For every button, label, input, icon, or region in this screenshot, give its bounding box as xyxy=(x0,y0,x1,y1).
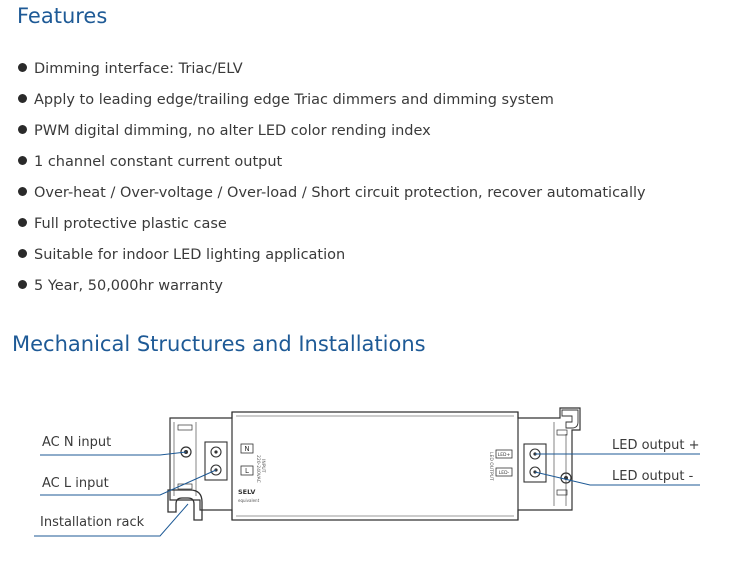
bullet-icon xyxy=(18,249,27,258)
selv-sub-label: equivalent xyxy=(238,498,260,503)
leader-lines xyxy=(34,451,700,537)
ac-n-input-label: AC N input xyxy=(42,435,111,450)
input-voltage-label: 220-240VAC xyxy=(255,455,261,483)
led-plus-mark: LED+ xyxy=(498,452,511,458)
mechanical-diagram: N L INPUT 220-240VAC SELV equivalent LED… xyxy=(34,407,700,537)
input-terminal-block: N L INPUT 220-240VAC SELV equivalent xyxy=(204,441,266,503)
mechanical-title: Mechanical Structures and Installations xyxy=(12,332,426,356)
list-item: 5 Year, 50,000hr warranty xyxy=(18,275,646,306)
terminal-l-label: L xyxy=(245,467,249,475)
installation-rack-label: Installation rack xyxy=(40,515,145,530)
led-output-minus-label: LED output - xyxy=(612,469,694,484)
bullet-icon xyxy=(18,218,27,227)
bullet-icon xyxy=(18,156,27,165)
list-item: Full protective plastic case xyxy=(18,213,646,244)
features-title: Features xyxy=(17,4,108,28)
leader-line-rack xyxy=(34,503,189,537)
ac-l-input-label: AC L input xyxy=(42,476,109,491)
input-label: INPUT xyxy=(260,459,266,473)
bullet-icon xyxy=(18,94,27,103)
list-item: 1 channel constant current output xyxy=(18,151,646,182)
led-output-plus-label: LED output + xyxy=(612,438,700,453)
bullet-icon xyxy=(18,125,27,134)
list-item: Apply to leading edge/trailing edge Tria… xyxy=(18,89,646,120)
list-item: PWM digital dimming, no alter LED color … xyxy=(18,120,646,151)
bullet-icon xyxy=(18,187,27,196)
leader-line-led-minus xyxy=(534,471,700,486)
bullet-icon xyxy=(18,280,27,289)
feature-list: Dimming interface: Triac/ELV Apply to le… xyxy=(18,58,646,306)
list-item: Over-heat / Over-voltage / Over-load / S… xyxy=(18,182,646,213)
terminal-n-label: N xyxy=(244,445,249,453)
leader-line-ac-l xyxy=(40,469,217,496)
list-item: Dimming interface: Triac/ELV xyxy=(18,58,646,89)
output-terminal-block: LED+ LED- LED OUTPUT xyxy=(488,443,547,483)
selv-label: SELV xyxy=(238,488,255,496)
driver-housing xyxy=(169,407,581,521)
bullet-icon xyxy=(18,63,27,72)
list-item: Suitable for indoor LED lighting applica… xyxy=(18,244,646,275)
installation-rack xyxy=(167,489,203,521)
led-output-label: LED OUTPUT xyxy=(488,452,494,481)
leader-line-ac-n xyxy=(40,451,187,456)
led-minus-mark: LED- xyxy=(499,470,510,476)
